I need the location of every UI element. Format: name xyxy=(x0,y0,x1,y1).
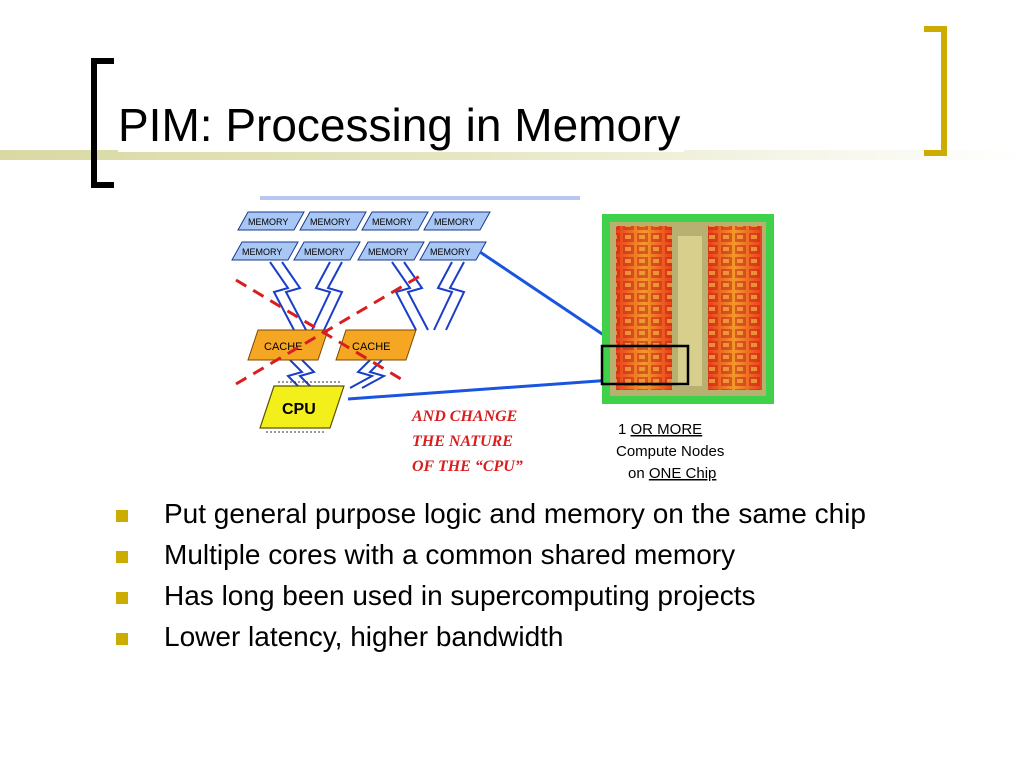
cpu-caption-line-2: THE NATURE xyxy=(412,433,513,450)
svg-text:MEMORY: MEMORY xyxy=(434,217,474,227)
cpu-caption-line-1: AND CHANGE xyxy=(411,408,517,425)
cache-chip: CACHE xyxy=(335,329,417,361)
title-underline-band xyxy=(0,150,1024,160)
memory-chip: MEMORY xyxy=(293,241,361,261)
bullet-square-icon xyxy=(116,510,128,522)
compute-node-highlight xyxy=(600,344,690,386)
bullet-item: Lower latency, higher bandwidth xyxy=(116,621,916,653)
chip-die-image xyxy=(600,214,774,404)
memory-chip: MEMORY xyxy=(419,241,487,261)
crossed-out-lines xyxy=(235,274,421,386)
chip-caption-line-3: on ONE Chip xyxy=(628,465,716,482)
memory-chip: MEMORY xyxy=(357,241,425,261)
cache-chip: CACHE xyxy=(247,329,329,361)
bullet-item: Put general purpose logic and memory on … xyxy=(116,498,916,530)
bullet-square-icon xyxy=(116,633,128,645)
memory-chip: MEMORY xyxy=(361,211,429,231)
left-bracket-ornament xyxy=(90,58,116,188)
pim-diagram: MEMORY MEMORY MEMORY MEMORY MEMORY MEMOR… xyxy=(230,196,790,501)
svg-text:MEMORY: MEMORY xyxy=(242,247,282,257)
memory-chip: MEMORY xyxy=(237,211,305,231)
svg-text:MEMORY: MEMORY xyxy=(248,217,288,227)
slide-title: PIM: Processing in Memory xyxy=(118,98,685,152)
svg-text:MEMORY: MEMORY xyxy=(368,247,408,257)
svg-text:CACHE: CACHE xyxy=(352,341,391,353)
cropped-text-strip xyxy=(260,196,580,200)
svg-text:CPU: CPU xyxy=(282,401,316,418)
bullet-square-icon xyxy=(116,551,128,563)
svg-text:MEMORY: MEMORY xyxy=(304,247,344,257)
bullet-item: Has long been used in supercomputing pro… xyxy=(116,580,916,612)
memory-chip: MEMORY xyxy=(423,211,491,231)
memory-chip: MEMORY xyxy=(299,211,367,231)
svg-text:MEMORY: MEMORY xyxy=(430,247,470,257)
bullet-list: Put general purpose logic and memory on … xyxy=(116,498,916,662)
memory-bus-connectors xyxy=(269,261,466,389)
bullet-square-icon xyxy=(116,592,128,604)
chip-caption-line-2: Compute Nodes xyxy=(616,443,724,460)
memory-chip: MEMORY xyxy=(231,241,299,261)
cpu-chip: CPU xyxy=(259,381,345,433)
right-bracket-ornament xyxy=(922,26,948,156)
svg-text:MEMORY: MEMORY xyxy=(372,217,412,227)
svg-text:MEMORY: MEMORY xyxy=(310,217,350,227)
cpu-caption-line-3: OF THE “CPU” xyxy=(412,458,523,475)
chip-caption-line-1: 1 OR MORE xyxy=(618,421,702,438)
bullet-item: Multiple cores with a common shared memo… xyxy=(116,539,916,571)
